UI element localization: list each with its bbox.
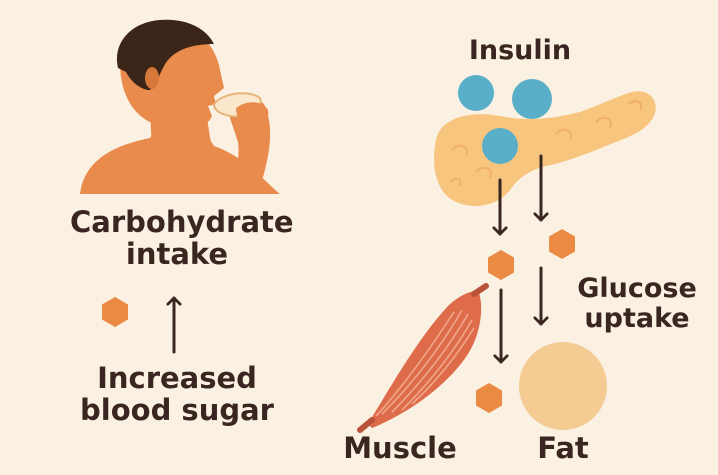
glucose-hexagon-icon (488, 250, 514, 280)
hair (116, 19, 214, 90)
sugar-line-2: blood sugar (80, 393, 274, 428)
muscle-icon (357, 283, 489, 433)
fat-cell-icon (519, 342, 607, 430)
glucose-hexagon-icon (549, 229, 575, 259)
muscle-label: Muscle (343, 431, 457, 465)
ear (145, 67, 159, 89)
glucose-hexagon-icon (102, 297, 128, 327)
glucose-line-1: Glucose (577, 273, 697, 304)
glucose-uptake-label: Glucose uptake (572, 273, 702, 335)
carb-line-1: Carbohydrate (70, 205, 294, 239)
fat-label: Fat (537, 431, 589, 465)
increased-blood-sugar-label: Increased blood sugar (70, 362, 284, 427)
insulin-label: Insulin (468, 35, 572, 66)
torso (80, 122, 280, 194)
carbohydrate-intake-label: Carbohydrate intake (70, 206, 294, 272)
glucose-line-2: uptake (584, 303, 690, 335)
insulin-molecule-icon (482, 128, 518, 164)
glucose-hexagon-icon (476, 383, 502, 413)
hand (236, 102, 269, 129)
insulin-molecule-icon (512, 79, 552, 119)
insulin-molecule-icon (458, 75, 494, 111)
sugar-line-1: Increased (97, 361, 257, 395)
pancreas-icon (434, 91, 656, 206)
person-eating-icon (80, 19, 280, 194)
carb-line-2: intake (125, 237, 229, 272)
